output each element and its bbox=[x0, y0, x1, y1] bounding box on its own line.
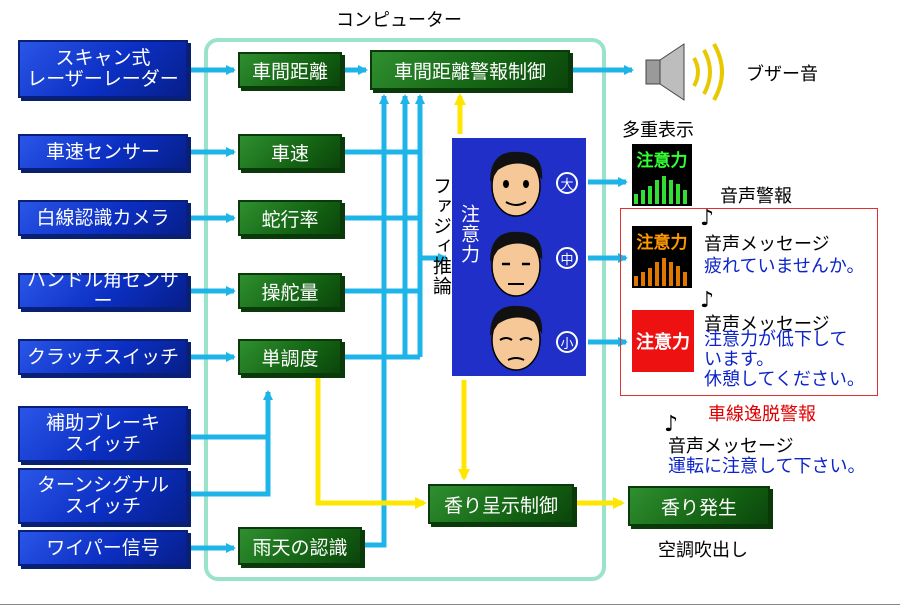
input-laser-radar: スキャン式 レーザーレーダー bbox=[18, 40, 188, 98]
indicator-high-text: 注意力 bbox=[636, 151, 688, 171]
process-speed: 車速 bbox=[238, 134, 342, 170]
input-turn-signal: ターンシグナル スイッチ bbox=[18, 468, 188, 524]
attention-panel: 注意力 大 中 小 bbox=[452, 138, 586, 376]
process-scent-output: 香り発生 bbox=[628, 486, 770, 526]
indicator-medium-text: 注意力 bbox=[636, 233, 688, 253]
indicator-low-text: 注意力 bbox=[636, 332, 690, 353]
process-rain: 雨天の認識 bbox=[238, 527, 362, 565]
speaker-icon bbox=[645, 43, 724, 101]
input-brake-switch: 補助ブレーキ スイッチ bbox=[18, 406, 188, 462]
input-lane-camera: 白線認識カメラ bbox=[18, 200, 188, 236]
process-weave-rate: 蛇行率 bbox=[238, 200, 342, 236]
indicator-high: 注意力 bbox=[632, 144, 692, 206]
message-medium: 疲れていませんか。 bbox=[704, 256, 865, 277]
face-alert-icon bbox=[490, 151, 543, 217]
face-normal-icon bbox=[490, 231, 543, 297]
process-monotony: 単調度 bbox=[238, 339, 342, 375]
level-medium: 中 bbox=[556, 247, 578, 269]
computer-label: コンピューター bbox=[336, 10, 462, 31]
process-distance: 車間距離 bbox=[238, 52, 342, 88]
voice-message-label-low: 音声メッセージ bbox=[704, 314, 830, 335]
input-speed-sensor: 車速センサー bbox=[18, 134, 188, 170]
attention-label: 注意力 bbox=[458, 204, 480, 264]
face-drowsy-icon bbox=[490, 305, 543, 371]
buzzer-label: ブザー音 bbox=[746, 64, 818, 85]
aircon-label: 空調吹出し bbox=[658, 540, 748, 561]
bar-meter-green-icon bbox=[634, 176, 687, 204]
music-note-icon: ♪ bbox=[700, 206, 715, 231]
music-note-icon: ♪ bbox=[700, 288, 715, 313]
lane-message: 運転に注意して下さい。 bbox=[668, 456, 866, 477]
level-low: 小 bbox=[556, 331, 578, 353]
indicator-low: 注意力 bbox=[632, 310, 694, 372]
process-warning-control: 車間距離警報制御 bbox=[370, 50, 570, 90]
indicator-medium: 注意力 bbox=[632, 226, 692, 288]
lane-voice-label: 音声メッセージ bbox=[668, 436, 794, 457]
input-clutch-switch: クラッチスイッチ bbox=[18, 339, 188, 375]
process-steering: 操舵量 bbox=[238, 273, 342, 309]
sound-alarm-label: 音声警報 bbox=[720, 186, 792, 207]
multi-display-label: 多重表示 bbox=[622, 120, 694, 141]
voice-message-label-medium: 音声メッセージ bbox=[704, 234, 830, 255]
input-steering-sensor: ハンドル角センサー bbox=[18, 270, 188, 312]
fuzzy-label: ファジィ推論 bbox=[430, 176, 452, 296]
music-note-icon: ♪ bbox=[664, 412, 679, 437]
message-low: 注意力が低下して います。 休憩してください。 bbox=[704, 329, 865, 390]
level-high: 大 bbox=[556, 172, 578, 194]
lane-warning-label: 車線逸脱警報 bbox=[708, 404, 816, 425]
computer-frame bbox=[204, 38, 606, 581]
warning-group-box bbox=[620, 208, 878, 396]
bottom-rule bbox=[0, 604, 900, 605]
process-scent-control: 香り呈示制御 bbox=[428, 484, 574, 524]
bar-meter-orange-icon bbox=[634, 258, 687, 286]
input-wiper-signal: ワイパー信号 bbox=[18, 530, 188, 566]
